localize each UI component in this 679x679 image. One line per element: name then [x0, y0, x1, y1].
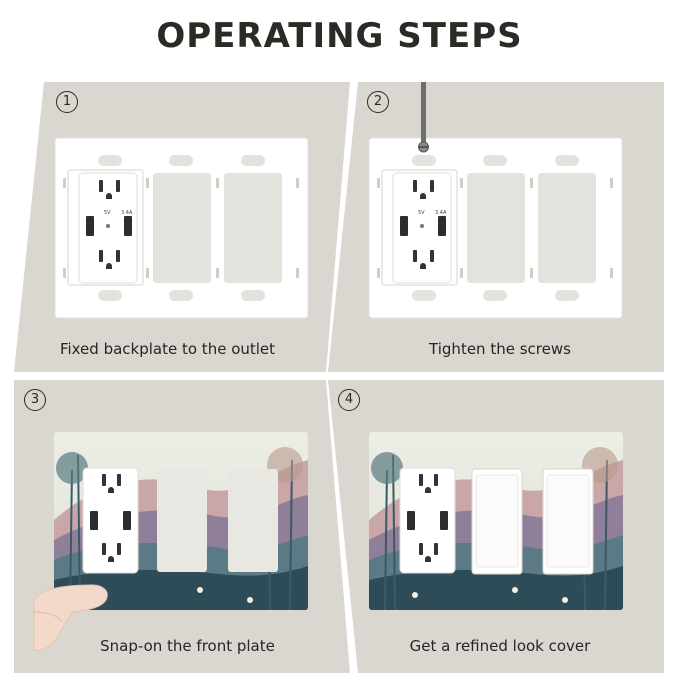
outlet-label-5v-p1: 5V [104, 210, 111, 216]
step-4-number: 4 [338, 389, 360, 411]
step-2-caption: Tighten the screws [429, 340, 571, 358]
page-title: OPERATING STEPS [156, 16, 523, 56]
step-1-caption: Fixed backplate to the outlet [59, 340, 276, 358]
step-1-number: 1 [56, 91, 78, 113]
outlet-label-34a-p1: 3.4A [121, 210, 133, 216]
outlet-label-34a-p2: 3.4A [435, 210, 447, 216]
step-2-number: 2 [367, 91, 389, 113]
step-4-caption: Get a refined look cover [409, 637, 591, 655]
step-3-caption: Snap-on the front plate [100, 637, 275, 655]
step-3-number: 3 [24, 389, 46, 411]
outlet-label-5v-p2: 5V [418, 210, 425, 216]
